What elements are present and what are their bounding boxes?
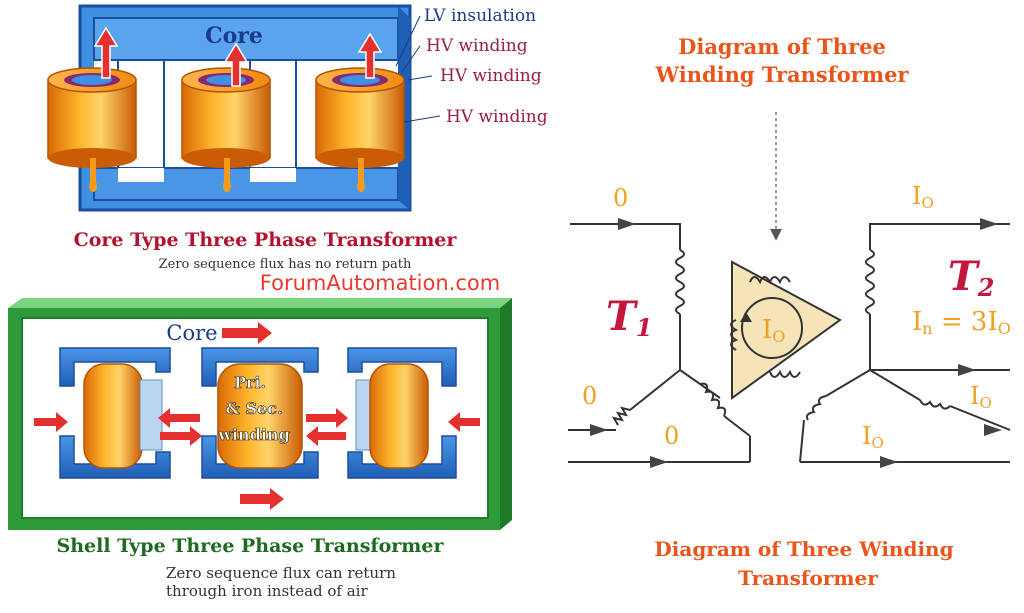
- shell-winding-label-2: & Sec.: [225, 399, 282, 418]
- leader-hv-3: [403, 115, 441, 123]
- t2-arrow-c: [880, 456, 898, 468]
- shell-bottom-arrow: [240, 488, 284, 510]
- annotation-hv-winding-2: HV winding: [440, 66, 542, 86]
- core-subcaption: Zero sequence flux has no return path: [159, 257, 412, 272]
- core-bottom-gap-1: [118, 168, 164, 182]
- shell-unit-1: [59, 347, 171, 479]
- zero-label-mid: 0: [582, 382, 597, 410]
- flux-arrow-up-3: [357, 32, 383, 79]
- bottom-title-line-1: Diagram of Three Winding: [654, 537, 953, 561]
- t2-arrow-a: [958, 364, 976, 376]
- t1-arrow-mid: [590, 424, 608, 436]
- delta-winding: IO: [730, 260, 842, 400]
- top-title-line-2: Winding Transformer: [655, 62, 910, 87]
- top-title-line-1: Diagram of Three: [678, 34, 886, 59]
- shell-flux-arrow-2: [158, 408, 200, 428]
- shell-subcaption-1: Zero sequence flux can return: [166, 564, 396, 582]
- t1-label: T1: [606, 293, 652, 342]
- t2-label: T2: [948, 253, 994, 302]
- shell-caption: Shell Type Three Phase Transformer: [57, 535, 445, 557]
- three-winding-diagram: Diagram of Three Winding Transformer: [568, 34, 1011, 590]
- annotation-lv-insulation: LV insulation: [424, 6, 536, 26]
- t1-arrow-top: [618, 218, 636, 230]
- shell-flux-arrow-5: [306, 426, 346, 446]
- io-label-right: IO: [970, 382, 992, 412]
- t2-wye: [799, 223, 1011, 463]
- shell-core-label: Core: [166, 321, 217, 345]
- annotation-hv-winding-1: HV winding: [426, 36, 528, 56]
- delta-io-label: IO: [762, 315, 785, 346]
- leader-hv-1: [401, 45, 421, 73]
- flux-arrow-up-1: [93, 26, 119, 79]
- io-label-bottom: IO: [862, 422, 884, 452]
- shell-type-panel: Core Pri. & Sec. winding: [8, 298, 512, 600]
- core-top-yoke: [93, 17, 399, 61]
- annotation-hv-winding-3: HV winding: [446, 107, 548, 127]
- watermark: ForumAutomation.com: [260, 271, 500, 295]
- shell-unit-2: Pri. & Sec. winding: [201, 347, 319, 479]
- shell-flux-arrow-4: [306, 408, 348, 428]
- t1-arrow-low: [650, 456, 668, 468]
- shell-frame-side-depth: [500, 298, 512, 530]
- in-equation: In = 3IO: [912, 307, 1011, 338]
- core-bottom-gap-2: [250, 168, 296, 182]
- bottom-title-line-2: Transformer: [738, 566, 878, 590]
- core-caption: Core Type Three Phase Transformer: [74, 229, 458, 251]
- shell-unit-3: [347, 347, 457, 479]
- shell-core-arrow: [222, 322, 272, 344]
- t2-arrow-b: [984, 424, 1002, 436]
- t2-arrow-top: [980, 218, 998, 230]
- core-type-panel: Core: [47, 4, 548, 272]
- leader-hv-2: [407, 75, 433, 81]
- flux-arrow-up-2: [223, 42, 249, 87]
- zero-label-top: 0: [613, 184, 628, 212]
- shell-winding-label-1: Pri.: [234, 373, 266, 392]
- shell-frame-top-depth: [8, 298, 512, 308]
- shell-winding-label-3: winding: [217, 425, 290, 444]
- core-coil-3: [315, 67, 405, 192]
- shell-flux-arrow-6: [448, 412, 480, 432]
- io-label-top: IO: [912, 182, 934, 212]
- shell-flux-arrow-1: [34, 412, 68, 432]
- zero-label-low: 0: [664, 422, 679, 450]
- shell-subcaption-2: through iron instead of air: [166, 582, 368, 600]
- core-label: Core: [205, 23, 263, 49]
- shell-flux-arrow-3: [160, 426, 202, 446]
- leader-lv: [395, 15, 421, 67]
